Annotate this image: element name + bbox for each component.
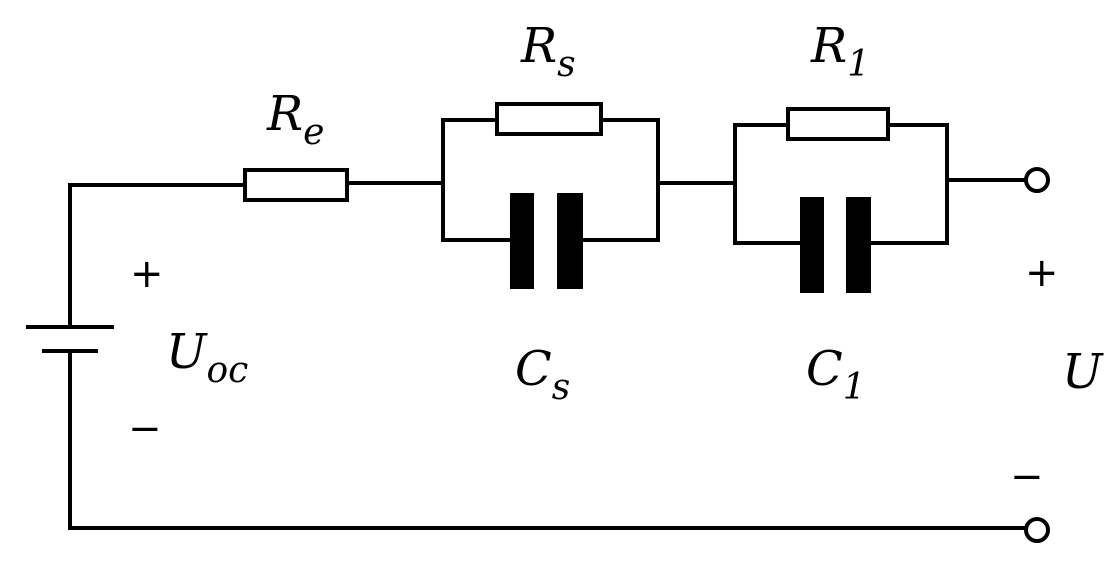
sign-output-minus: −: [1010, 454, 1044, 500]
wire-block1-right: [581, 118, 660, 242]
label-rs: Rs: [520, 18, 576, 85]
capacitor-cs: [510, 193, 583, 289]
sign-output-plus: +: [1025, 250, 1059, 296]
capacitor-c1: [800, 197, 871, 293]
resistor-rs: [495, 102, 603, 136]
battery-source: [26, 325, 114, 353]
label-c1: C1: [806, 341, 866, 408]
label-cs: Cs: [515, 341, 570, 408]
label-re: Re: [266, 86, 324, 153]
label-r1: R1: [810, 18, 870, 85]
wire-block2-left: [733, 123, 790, 185]
wire-left-lower: [68, 350, 1027, 530]
wire-block2-right: [869, 123, 949, 245]
wire-block2-left-lower: [733, 181, 802, 245]
wire-block1-left: [441, 118, 499, 185]
wire-block1-left-lower: [441, 181, 512, 242]
label-uoc: Uoc: [166, 324, 248, 391]
wires: [68, 118, 1027, 530]
terminal-output-plus: [1024, 167, 1050, 193]
capacitor-c1-plate-left: [800, 197, 824, 293]
capacitor-cs-plate-left: [510, 193, 534, 289]
label-u: U: [1062, 344, 1104, 400]
resistor-re: [243, 168, 349, 202]
terminal-output-minus: [1024, 517, 1050, 543]
sign-source-minus: −: [128, 406, 162, 452]
resistor-r1: [786, 107, 890, 141]
capacitor-c1-plate-right: [846, 197, 871, 293]
capacitor-cs-plate-right: [557, 193, 583, 289]
sign-source-plus: +: [130, 251, 164, 297]
wire-left-upper: [68, 183, 247, 327]
